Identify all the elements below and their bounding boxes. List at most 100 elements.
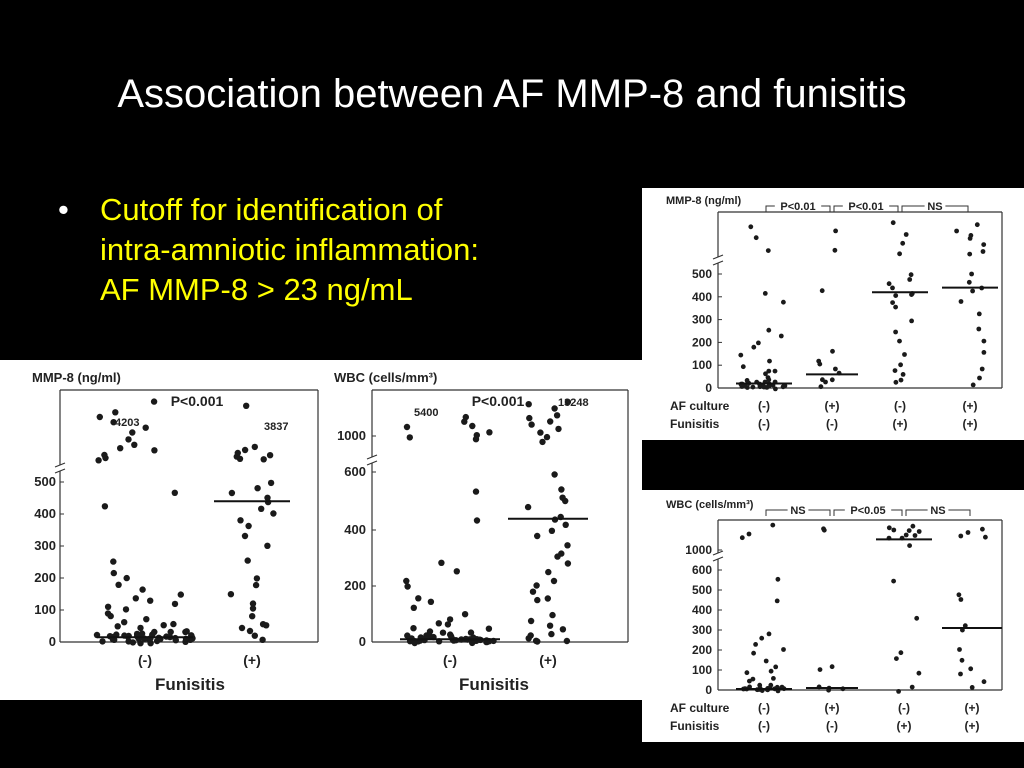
- data-point: [740, 364, 746, 370]
- y-tick-label: 100: [692, 663, 712, 677]
- comparison-bracket: [833, 205, 843, 212]
- data-point: [738, 352, 744, 358]
- data-point: [893, 304, 898, 310]
- data-point: [266, 452, 274, 459]
- data-point: [559, 494, 566, 501]
- data-point: [558, 486, 565, 493]
- data-point: [234, 449, 241, 457]
- data-point: [907, 277, 913, 282]
- data-point: [125, 638, 132, 645]
- data-point: [968, 233, 974, 238]
- data-point: [773, 386, 778, 392]
- data-point: [773, 664, 779, 670]
- data-point: [104, 603, 112, 610]
- data-point: [890, 300, 895, 305]
- data-point: [406, 434, 413, 441]
- group-label: (-): [758, 719, 770, 733]
- y-tick-label: 400: [34, 506, 56, 521]
- y-tick-label: 1000: [685, 543, 712, 557]
- data-point: [916, 529, 922, 534]
- data-point: [160, 622, 167, 629]
- p-value-label: P<0.01: [848, 201, 883, 213]
- y-tick-label: 0: [359, 634, 366, 649]
- data-point: [404, 583, 411, 590]
- data-point: [415, 595, 422, 602]
- y-tick-label: 300: [692, 623, 712, 637]
- y-axis-label: WBC (cells/mm³): [334, 370, 437, 385]
- comparison-bracket: [891, 509, 903, 516]
- data-point: [893, 293, 899, 298]
- data-point: [546, 622, 554, 629]
- y-tick-label: 500: [692, 267, 712, 281]
- mmp8-funisitis-chart: MMP-8 (ng/ml)0100200300400500(-)(+)Funis…: [0, 360, 328, 700]
- data-point: [101, 503, 109, 510]
- data-point: [237, 517, 244, 524]
- data-point: [969, 685, 975, 690]
- group-label: (-): [826, 417, 838, 431]
- comparison-bracket: [948, 509, 971, 516]
- data-point: [954, 228, 959, 234]
- data-point: [766, 631, 772, 637]
- data-point: [962, 623, 968, 629]
- data-point: [435, 620, 442, 627]
- data-point: [251, 632, 258, 639]
- axis-break-mark: [712, 254, 724, 260]
- data-point: [404, 632, 411, 639]
- data-point: [763, 658, 769, 664]
- data-point: [410, 604, 417, 611]
- data-point: [426, 628, 434, 635]
- data-point: [524, 503, 532, 511]
- data-point: [781, 647, 786, 652]
- data-point: [897, 251, 902, 257]
- data-point: [967, 251, 973, 257]
- data-point: [903, 532, 909, 538]
- data-point: [898, 377, 904, 383]
- data-point: [545, 568, 552, 576]
- comparison-bracket: [889, 205, 899, 212]
- data-point: [133, 630, 141, 638]
- data-point: [534, 532, 541, 540]
- axis-break-mark: [712, 550, 724, 556]
- data-point: [227, 591, 235, 598]
- group-label: (+): [825, 399, 840, 413]
- data-point: [143, 616, 150, 623]
- group-label: (+): [965, 719, 980, 733]
- data-point: [774, 598, 780, 604]
- data-point: [121, 619, 128, 626]
- data-point: [893, 379, 899, 385]
- data-point: [544, 595, 551, 602]
- data-point: [551, 405, 558, 412]
- max-value-label: 3837: [264, 421, 288, 433]
- data-point: [138, 630, 146, 637]
- data-point: [253, 575, 261, 582]
- data-point: [249, 613, 256, 620]
- data-point: [267, 479, 275, 487]
- data-point: [259, 621, 267, 628]
- data-point: [254, 485, 261, 492]
- data-point: [767, 358, 772, 364]
- bullet-line-2: intra-amniotic inflammation:: [100, 232, 480, 267]
- max-value-label: 13248: [558, 397, 589, 409]
- data-point: [956, 592, 962, 598]
- data-point: [980, 526, 985, 532]
- data-point: [99, 638, 106, 645]
- data-point: [891, 578, 896, 584]
- data-point: [171, 489, 178, 496]
- y-tick-label: 600: [344, 464, 366, 479]
- data-point: [539, 438, 546, 446]
- x-category-label: (+): [539, 652, 557, 668]
- data-point: [909, 318, 914, 324]
- data-point: [775, 576, 781, 582]
- data-point: [473, 517, 481, 524]
- comparison-bracket: [821, 205, 831, 212]
- wbc-culture-chart: WBC (cells/mm³)01002003004005006001000AF…: [642, 490, 1024, 742]
- group-label: (-): [898, 701, 910, 715]
- data-point: [829, 664, 835, 670]
- data-point: [251, 443, 258, 451]
- data-point: [759, 635, 765, 641]
- data-point: [528, 421, 535, 428]
- data-point: [756, 340, 761, 346]
- data-point: [916, 670, 922, 676]
- data-point: [753, 235, 759, 241]
